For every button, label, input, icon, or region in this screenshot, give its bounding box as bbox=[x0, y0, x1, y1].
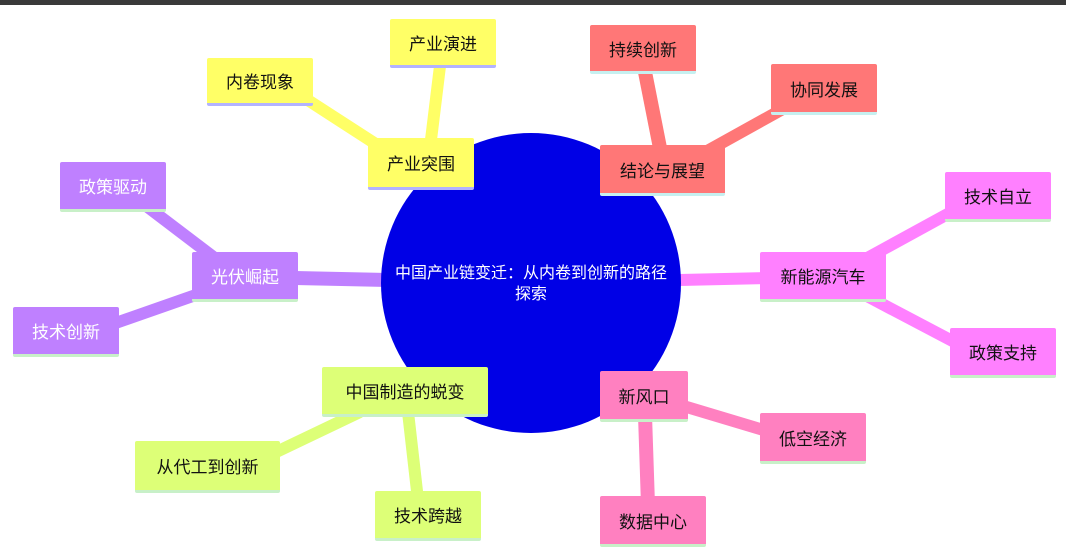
link-jielun-chixu bbox=[638, 70, 667, 150]
node-label: 数据中心 bbox=[619, 512, 687, 533]
link-xinfengkou-shuju bbox=[638, 414, 655, 506]
link-center-xinnengyuan bbox=[679, 272, 771, 286]
link-chanye-yanjin bbox=[424, 65, 446, 149]
node-xinfengkou[interactable]: 新风口 bbox=[600, 371, 688, 422]
node-jielun[interactable]: 结论与展望 bbox=[600, 145, 725, 196]
top-bar bbox=[0, 0, 1066, 5]
node-daigong[interactable]: 从代工到创新 bbox=[135, 441, 280, 493]
node-label: 政策支持 bbox=[969, 344, 1037, 364]
node-label: 协同发展 bbox=[790, 80, 858, 101]
node-zhengce-zhichi[interactable]: 政策支持 bbox=[950, 328, 1056, 378]
node-neijuan[interactable]: 内卷现象 bbox=[207, 58, 313, 106]
link-xinfengkou-dikong bbox=[678, 399, 772, 438]
node-xinnengyuan[interactable]: 新能源汽车 bbox=[760, 252, 886, 302]
node-label: 光伏崛起 bbox=[211, 268, 279, 288]
node-label: 新能源汽车 bbox=[780, 268, 866, 288]
node-xietong[interactable]: 协同发展 bbox=[771, 64, 877, 115]
node-label: 中国制造的蜕变 bbox=[345, 383, 465, 403]
node-label: 技术跨越 bbox=[394, 507, 462, 527]
node-label: 新风口 bbox=[618, 387, 670, 408]
node-label: 产业演进 bbox=[409, 34, 477, 55]
node-dikong[interactable]: 低空经济 bbox=[760, 413, 866, 464]
node-guangfu[interactable]: 光伏崛起 bbox=[192, 252, 298, 302]
node-jishu-chuangxin[interactable]: 技术创新 bbox=[13, 307, 119, 357]
link-xinnengyuan-zhengce bbox=[862, 289, 963, 351]
node-label: 结论与展望 bbox=[620, 161, 705, 182]
node-kuayue[interactable]: 技术跨越 bbox=[375, 491, 481, 541]
node-chanye-tuwei[interactable]: 产业突围 bbox=[368, 138, 474, 190]
link-zhizao-daigong bbox=[267, 406, 363, 461]
node-label: 内卷现象 bbox=[226, 73, 294, 93]
node-label: 低空经济 bbox=[779, 429, 847, 450]
node-label: 产业突围 bbox=[387, 155, 455, 175]
node-shuju[interactable]: 数据中心 bbox=[600, 496, 706, 547]
node-qudong[interactable]: 政策驱动 bbox=[60, 162, 166, 212]
node-chixu[interactable]: 持续创新 bbox=[590, 25, 696, 74]
link-center-guangfu bbox=[294, 271, 391, 287]
node-label: 持续创新 bbox=[609, 40, 677, 61]
node-yanjin[interactable]: 产业演进 bbox=[390, 19, 496, 68]
node-zhizao[interactable]: 中国制造的蜕变 bbox=[322, 367, 488, 417]
link-zhizao-kuayue bbox=[402, 411, 424, 501]
node-label: 政策驱动 bbox=[79, 178, 147, 198]
node-label: 从代工到创新 bbox=[156, 458, 259, 478]
center-topic-label: 中国产业链变迁：从内卷到创新的路径探索 bbox=[395, 263, 668, 303]
node-zili[interactable]: 技术自立 bbox=[945, 172, 1051, 222]
node-label: 技术创新 bbox=[32, 323, 100, 343]
node-label: 技术自立 bbox=[964, 188, 1032, 208]
